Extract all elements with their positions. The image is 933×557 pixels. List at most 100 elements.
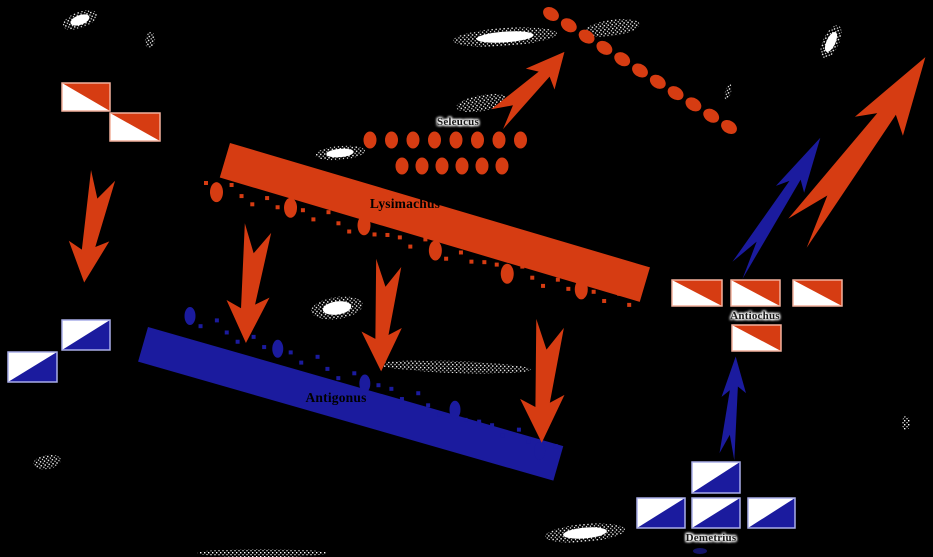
elephant-oval: [495, 157, 509, 175]
elephant-oval: [455, 157, 469, 175]
speck-halo: [33, 454, 61, 470]
cavalry-unit-blue: [7, 351, 58, 383]
speck-halo: [724, 84, 732, 100]
skirmisher-dot: [251, 334, 256, 339]
skirmisher-dot: [239, 194, 244, 199]
skirmisher-dot: [336, 376, 341, 381]
smoke-speck: [453, 27, 557, 47]
blue-pursuit-arrow: [724, 131, 834, 283]
cavalry-unit-red: [730, 279, 781, 307]
unit-border: [731, 324, 782, 352]
unit-border: [636, 497, 686, 529]
skirmisher-dot: [541, 283, 546, 288]
smoke-speck: [724, 84, 732, 100]
speck-halo: [902, 416, 910, 430]
cavalry-unit-blue: [691, 497, 741, 529]
antiochus-label: Antiochus: [730, 310, 780, 322]
skirmisher-dot: [526, 439, 531, 444]
skirmisher-dot: [326, 210, 331, 215]
red-attack-arrow-2: [358, 258, 407, 373]
speck-core: [326, 148, 354, 158]
skirmisher-dot: [347, 229, 352, 234]
elephant-oval: [385, 131, 398, 149]
elephant-oval: [357, 215, 371, 236]
smoke-speck: [545, 523, 625, 543]
skirmisher-dot: [602, 298, 607, 303]
skirmisher-dot: [325, 366, 330, 371]
smoke-speck: [379, 360, 531, 374]
elephant-oval: [184, 307, 196, 325]
demetrius-advance-arrow: [716, 355, 750, 461]
skirmisher-dot: [416, 391, 421, 396]
smoke-speck: [144, 32, 156, 48]
speck-core: [70, 14, 90, 26]
skirmisher-dot: [262, 345, 267, 350]
speck-halo: [144, 32, 156, 48]
skirmisher-dot: [566, 286, 571, 291]
elephant-oval: [435, 157, 449, 175]
skirmisher-dot: [627, 302, 632, 307]
elephant-oval: [428, 240, 442, 261]
skirmisher-dot: [444, 256, 449, 261]
skirmisher-dot: [530, 275, 535, 280]
unit-diagonal: [672, 280, 722, 306]
unit-diagonal: [62, 320, 110, 350]
skirmisher-dot: [288, 350, 293, 355]
skirmisher-dot: [300, 208, 305, 213]
red-attack-arrow-1: [222, 222, 277, 345]
unit-diagonal: [793, 280, 842, 306]
skirmisher-dot: [477, 419, 482, 424]
phalanx-bars: [138, 143, 650, 481]
elephant-oval: [543, 6, 559, 22]
skirmisher-dot: [198, 324, 203, 329]
antigonus-phalanx-bar: [138, 327, 564, 481]
speck-core: [563, 527, 607, 539]
antigonus-label: Antigonus: [305, 390, 367, 405]
skirmisher-dot: [490, 423, 495, 428]
skirmisher-dot: [617, 291, 622, 296]
elephant-oval: [415, 157, 429, 175]
cavalry-unit-blue: [636, 497, 686, 529]
skirmisher-dot: [311, 217, 316, 222]
elephant-oval: [284, 197, 298, 218]
skirmisher-dot: [235, 339, 240, 344]
skirmisher-dot: [437, 412, 442, 417]
elephant-oval: [574, 279, 588, 300]
skirmisher-dot: [426, 403, 431, 408]
unit-border: [792, 279, 843, 307]
elephant-oval: [406, 131, 420, 149]
elephant-oval: [721, 119, 737, 135]
elephant-oval: [395, 157, 409, 175]
elephant-oval: [359, 374, 371, 393]
elephant-oval: [649, 74, 666, 89]
elephant-oval: [500, 263, 514, 284]
elephant-lines: [363, 6, 737, 175]
elephant-oval: [428, 131, 441, 149]
unit-border: [61, 319, 111, 351]
skirmisher-dot: [224, 330, 229, 335]
elephant-oval: [685, 97, 702, 112]
demetrius-label: Demetrius: [685, 532, 737, 544]
unit-diagonal: [8, 352, 57, 382]
cavalry-unit-blue: [61, 319, 111, 351]
elephant-oval: [596, 40, 613, 55]
elephant-oval: [514, 131, 527, 149]
unit-border: [747, 497, 796, 529]
elephant-oval: [560, 18, 577, 33]
elephant-oval: [632, 63, 648, 78]
skirmisher-dot: [520, 264, 525, 269]
unit-border: [109, 112, 161, 142]
skirmisher-dot: [555, 277, 560, 282]
elephant-oval: [578, 29, 595, 44]
skirmisher-dot: [250, 202, 255, 207]
skirmisher-dot: [315, 354, 320, 359]
red-skirmisher-line: [204, 181, 632, 307]
skirmisher-lines: [184, 181, 632, 460]
elephant-oval: [614, 52, 631, 67]
speck-core: [322, 301, 352, 315]
red-charge-arrow-left-flank: [62, 168, 121, 286]
elephant-oval: [703, 108, 720, 123]
skirmisher-dot: [408, 244, 413, 249]
smoke-speck: [311, 296, 363, 320]
